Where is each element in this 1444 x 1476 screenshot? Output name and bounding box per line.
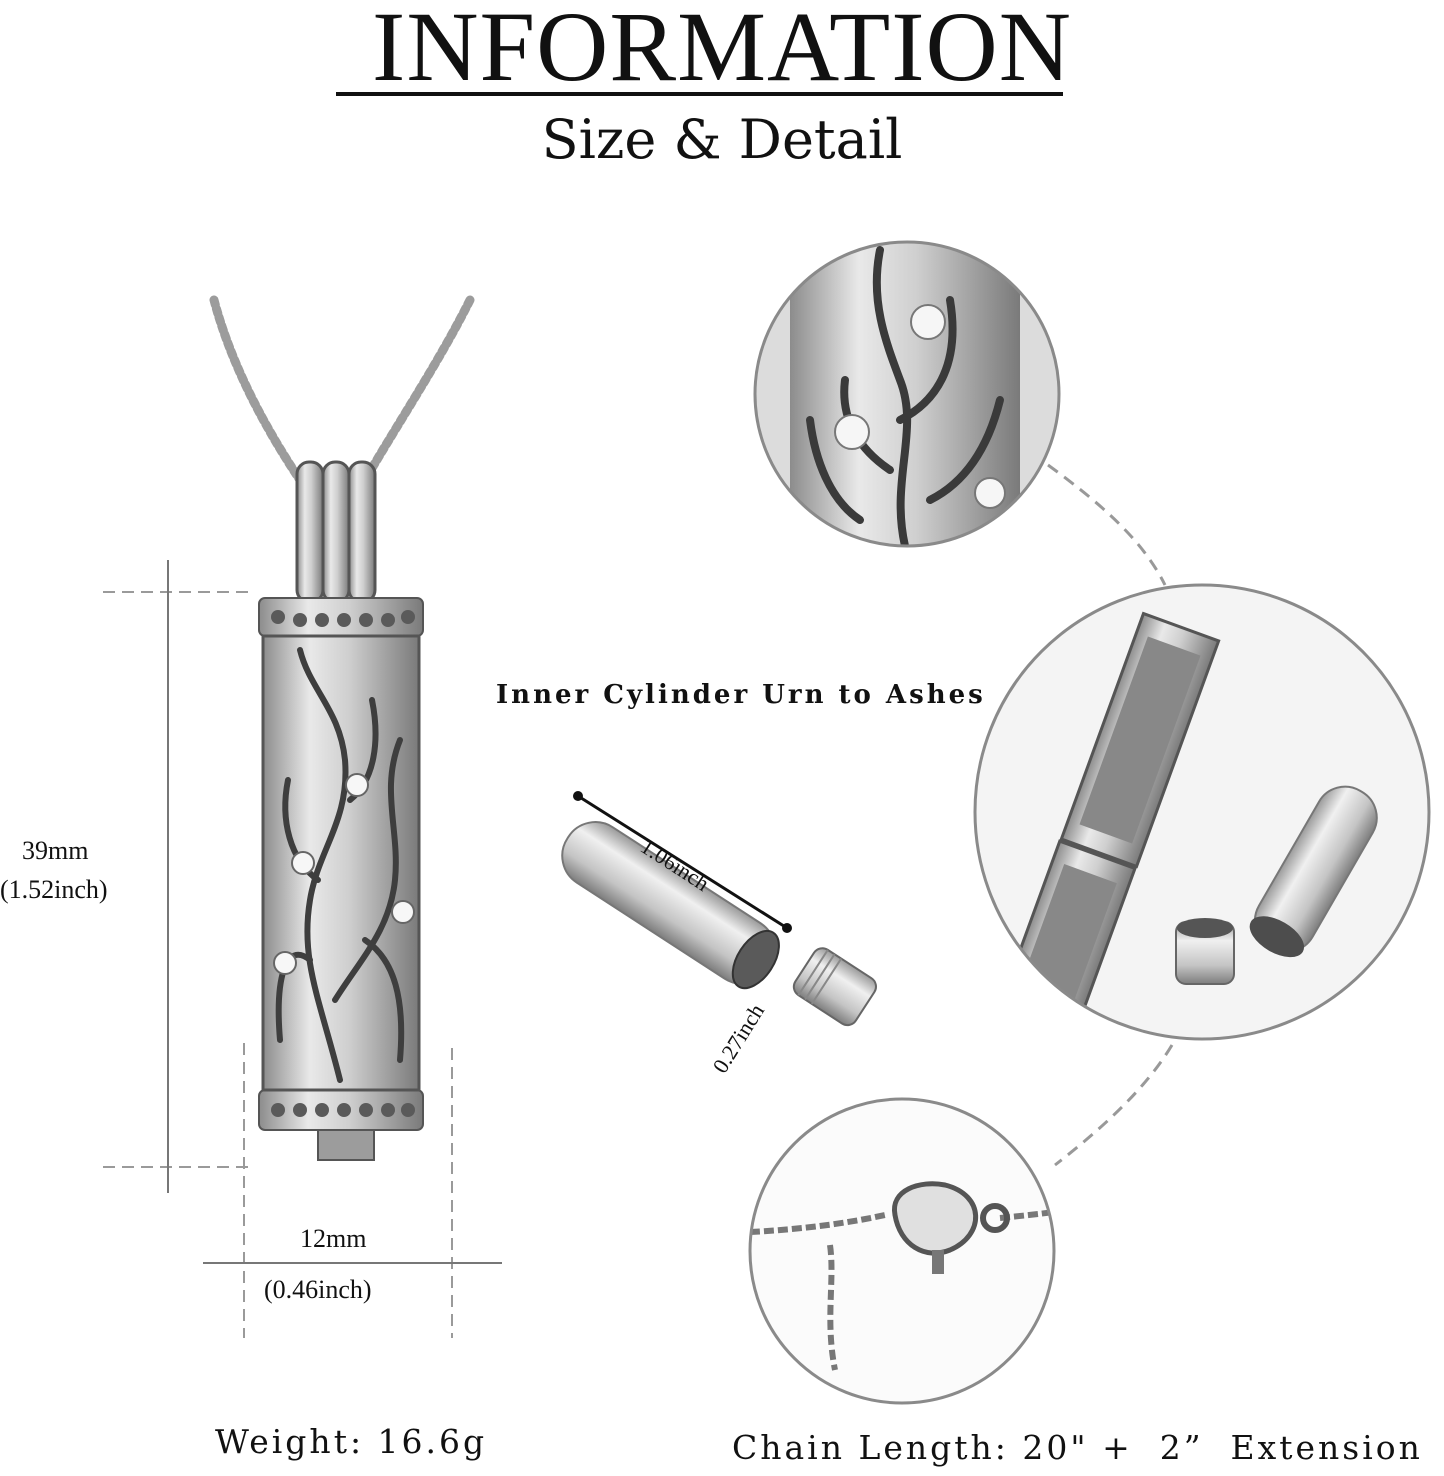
detail-circle-open-pendant bbox=[975, 585, 1429, 1039]
width-inch-label: (0.46inch) bbox=[264, 1275, 372, 1304]
page-title: INFORMATION bbox=[372, 0, 1072, 102]
inner-cylinder-illustration bbox=[561, 791, 877, 1027]
height-guide bbox=[103, 560, 252, 1193]
width-guide bbox=[203, 1043, 502, 1338]
pendant-bail bbox=[295, 460, 377, 604]
inner-cylinder-caption: Inner Cylinder Urn to Ashes bbox=[496, 680, 986, 710]
height-inch-label: (1.52inch) bbox=[0, 875, 108, 904]
necklace-chain bbox=[209, 295, 475, 485]
page-subtitle: Size & Detail bbox=[541, 108, 903, 171]
detail-circle-clasp bbox=[750, 1099, 1054, 1403]
height-mm-label: 39mm bbox=[22, 836, 89, 865]
detail-circle-filigree bbox=[755, 242, 1059, 546]
detail-connectors bbox=[1047, 463, 1174, 1167]
detail-circle-2-border bbox=[973, 583, 1431, 1041]
chain-length-label: Chain Length: 20" + 2” Extension bbox=[732, 1428, 1423, 1467]
detail-circle-1-border bbox=[753, 240, 1061, 548]
weight-label: Weight: 16.6g bbox=[215, 1422, 488, 1461]
detail-circle-3-border bbox=[748, 1097, 1056, 1405]
pendant-body bbox=[258, 597, 424, 1161]
width-mm-label: 12mm bbox=[300, 1224, 367, 1253]
title-underline bbox=[336, 92, 1063, 96]
